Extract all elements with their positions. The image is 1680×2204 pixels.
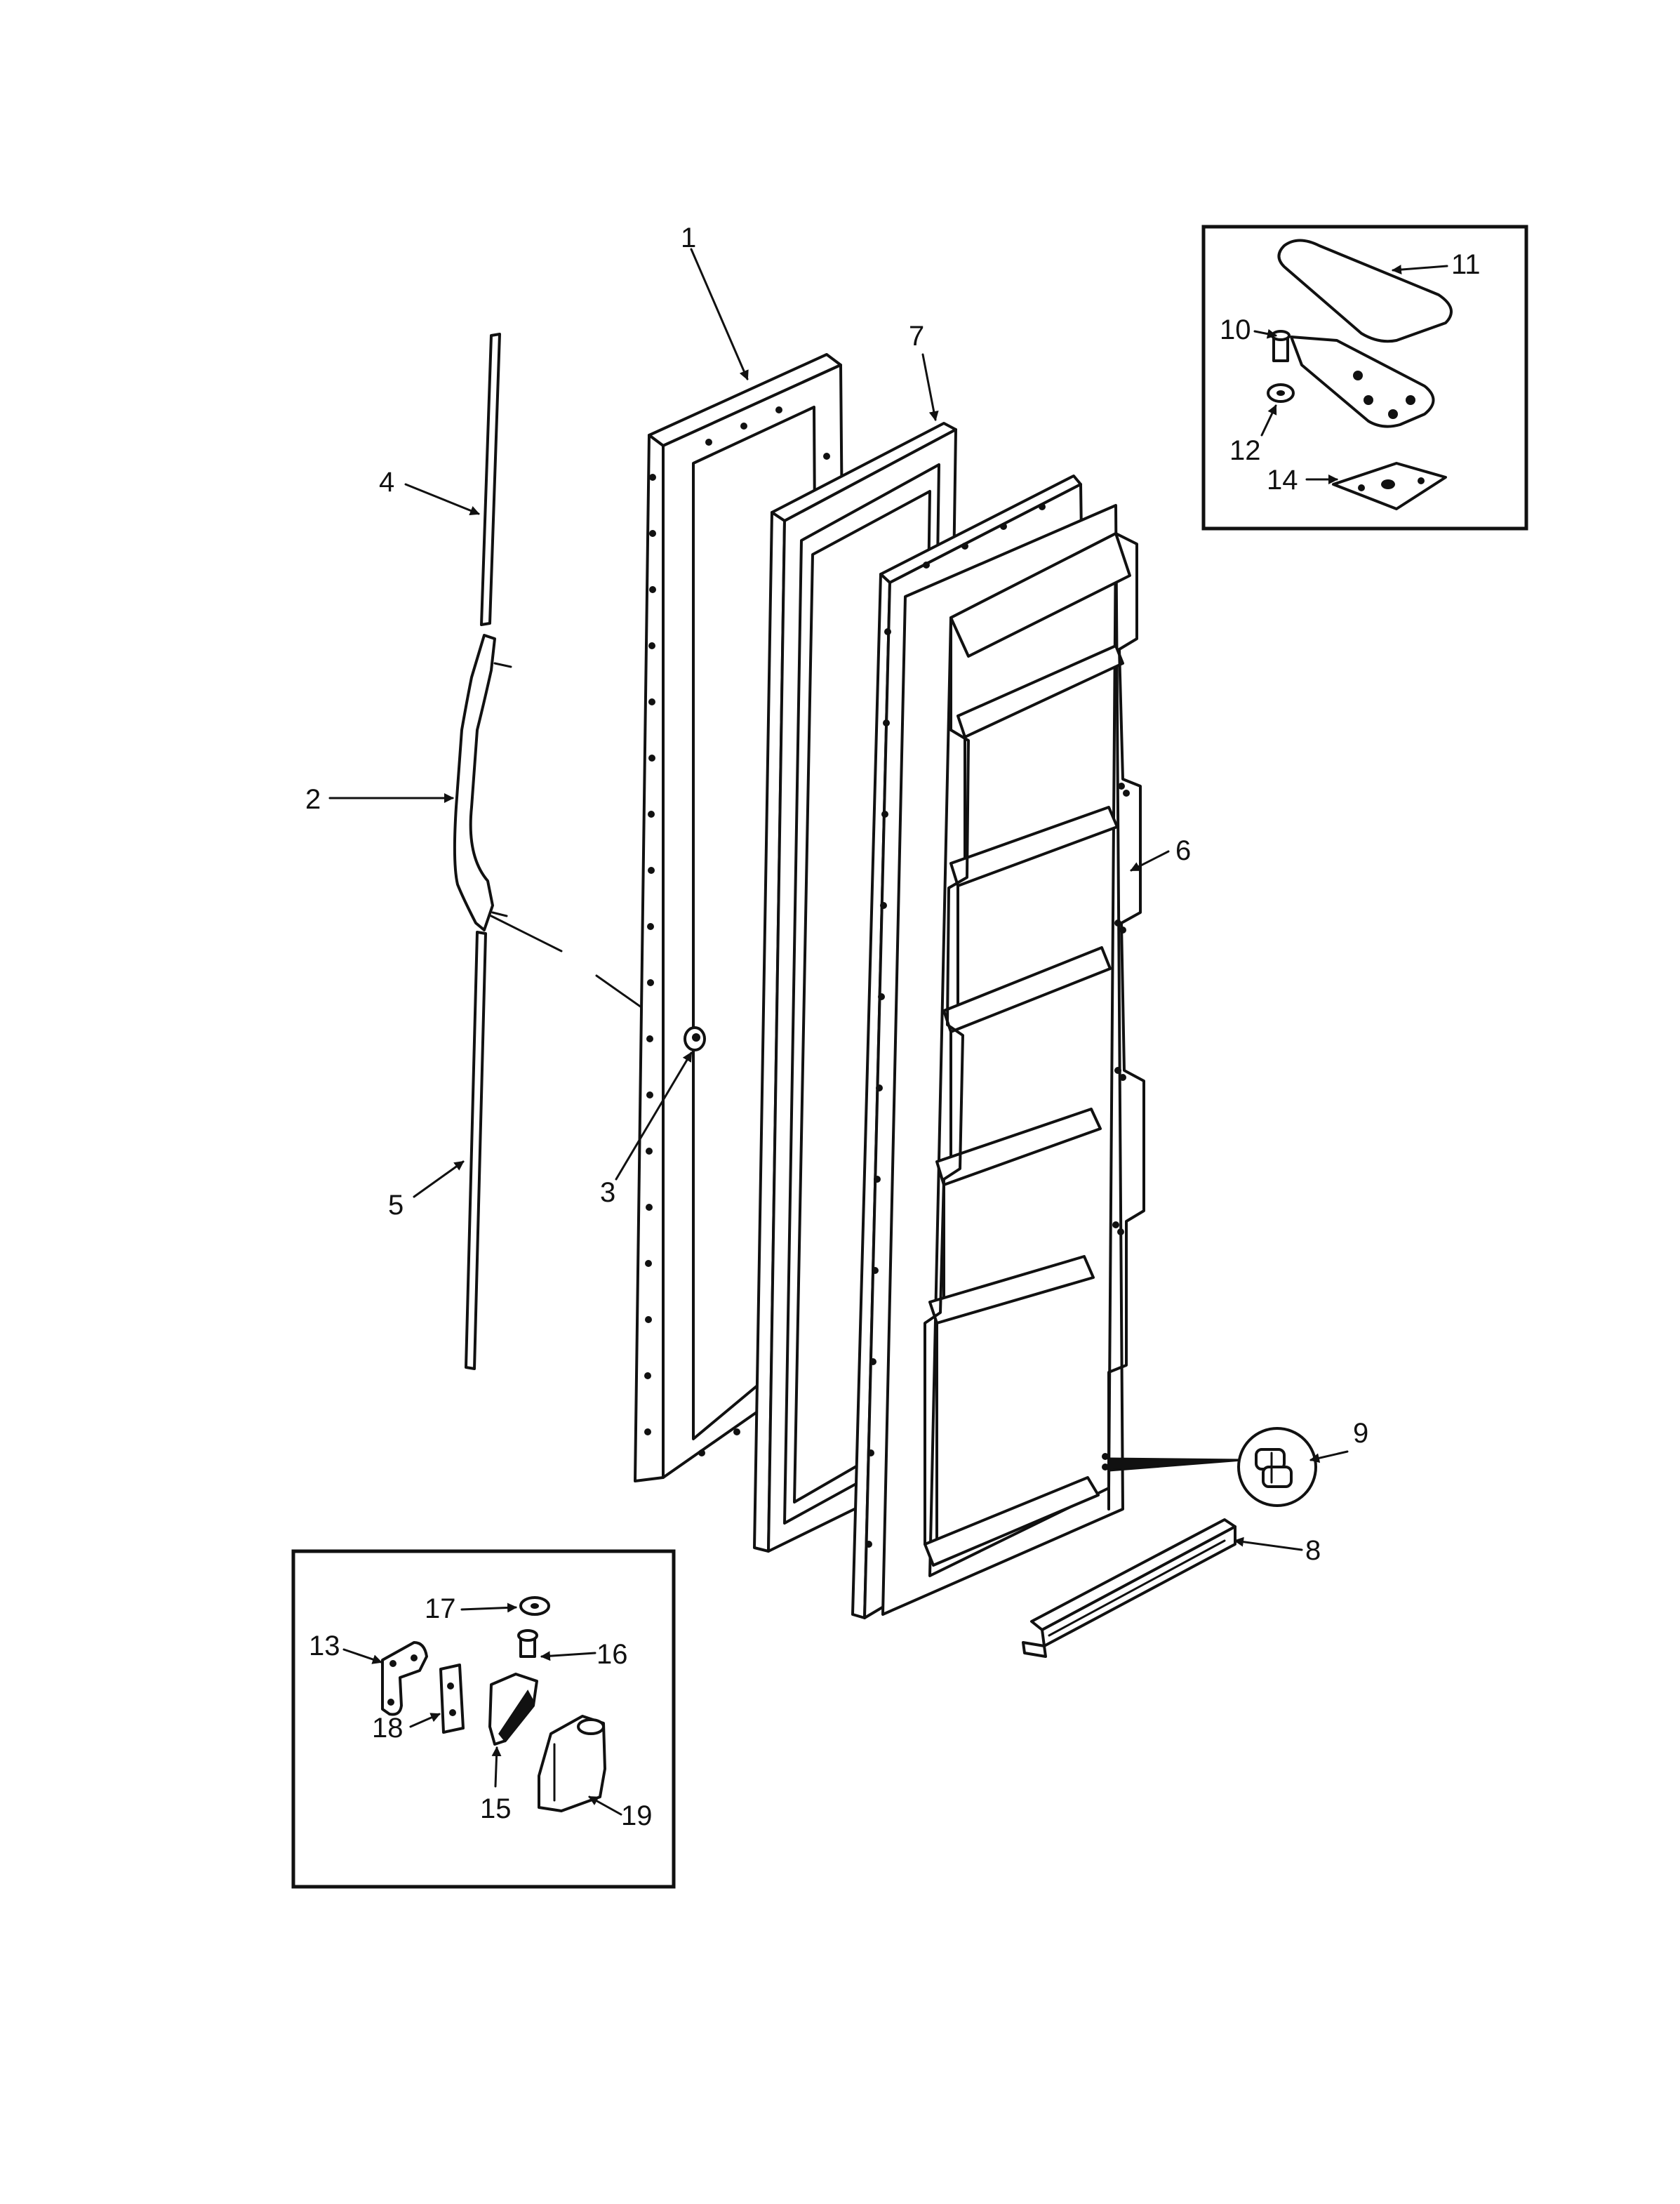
callout-17: 17 — [425, 1593, 456, 1624]
leader-lines — [328, 248, 1448, 1816]
detail-box-lower-hinge — [291, 1549, 676, 1889]
callout-5: 5 — [388, 1190, 404, 1221]
part-6-shelves — [924, 532, 1131, 1567]
callout-13: 13 — [309, 1631, 340, 1661]
part-5-lower-trim-strip — [465, 931, 487, 1370]
callout-4: 4 — [379, 467, 394, 498]
part-4-upper-trim-strip — [480, 333, 501, 626]
part-3-plug-button — [684, 1026, 706, 1051]
callout-11: 11 — [1451, 249, 1481, 280]
part-2-door-handle — [453, 634, 512, 931]
callout-1: 1 — [681, 223, 696, 253]
callout-6: 6 — [1175, 835, 1191, 866]
callout-18: 18 — [372, 1713, 404, 1744]
callout-9: 9 — [1353, 1418, 1368, 1449]
callout-2: 2 — [305, 784, 321, 815]
callout-labels: 1 7 4 2 6 3 5 9 8 11 10 12 14 17 16 13 1… — [305, 223, 1481, 1831]
upper-hinge-plate — [1290, 336, 1435, 428]
part-15-lower-hinge — [488, 1673, 538, 1746]
callout-12: 12 — [1229, 435, 1261, 466]
callout-10: 10 — [1220, 314, 1251, 345]
part-6-inner-door-liner — [851, 474, 1145, 1619]
callout-15: 15 — [480, 1793, 512, 1824]
handle-mount-line-1 — [490, 915, 563, 952]
detail-box-upper-hinge — [1201, 225, 1528, 531]
part-11-hinge-cover — [1277, 239, 1453, 343]
part-18-spacer — [439, 1664, 465, 1734]
part-17-washer — [519, 1596, 550, 1616]
part-12-washer — [1267, 383, 1295, 403]
part-8-bottom-trim-channel — [1022, 1518, 1236, 1658]
callout-3: 3 — [600, 1177, 615, 1208]
part-6-holes — [865, 503, 1130, 1548]
callout-19: 19 — [621, 1800, 653, 1831]
callout-8: 8 — [1305, 1535, 1321, 1566]
callout-16: 16 — [596, 1639, 628, 1670]
callout-7: 7 — [909, 321, 924, 352]
part-16-hinge-pin — [517, 1629, 538, 1658]
part-14-hinge-shim — [1332, 462, 1447, 510]
callout-14: 14 — [1267, 465, 1298, 496]
part-9-shelf-clip — [1107, 1427, 1317, 1507]
